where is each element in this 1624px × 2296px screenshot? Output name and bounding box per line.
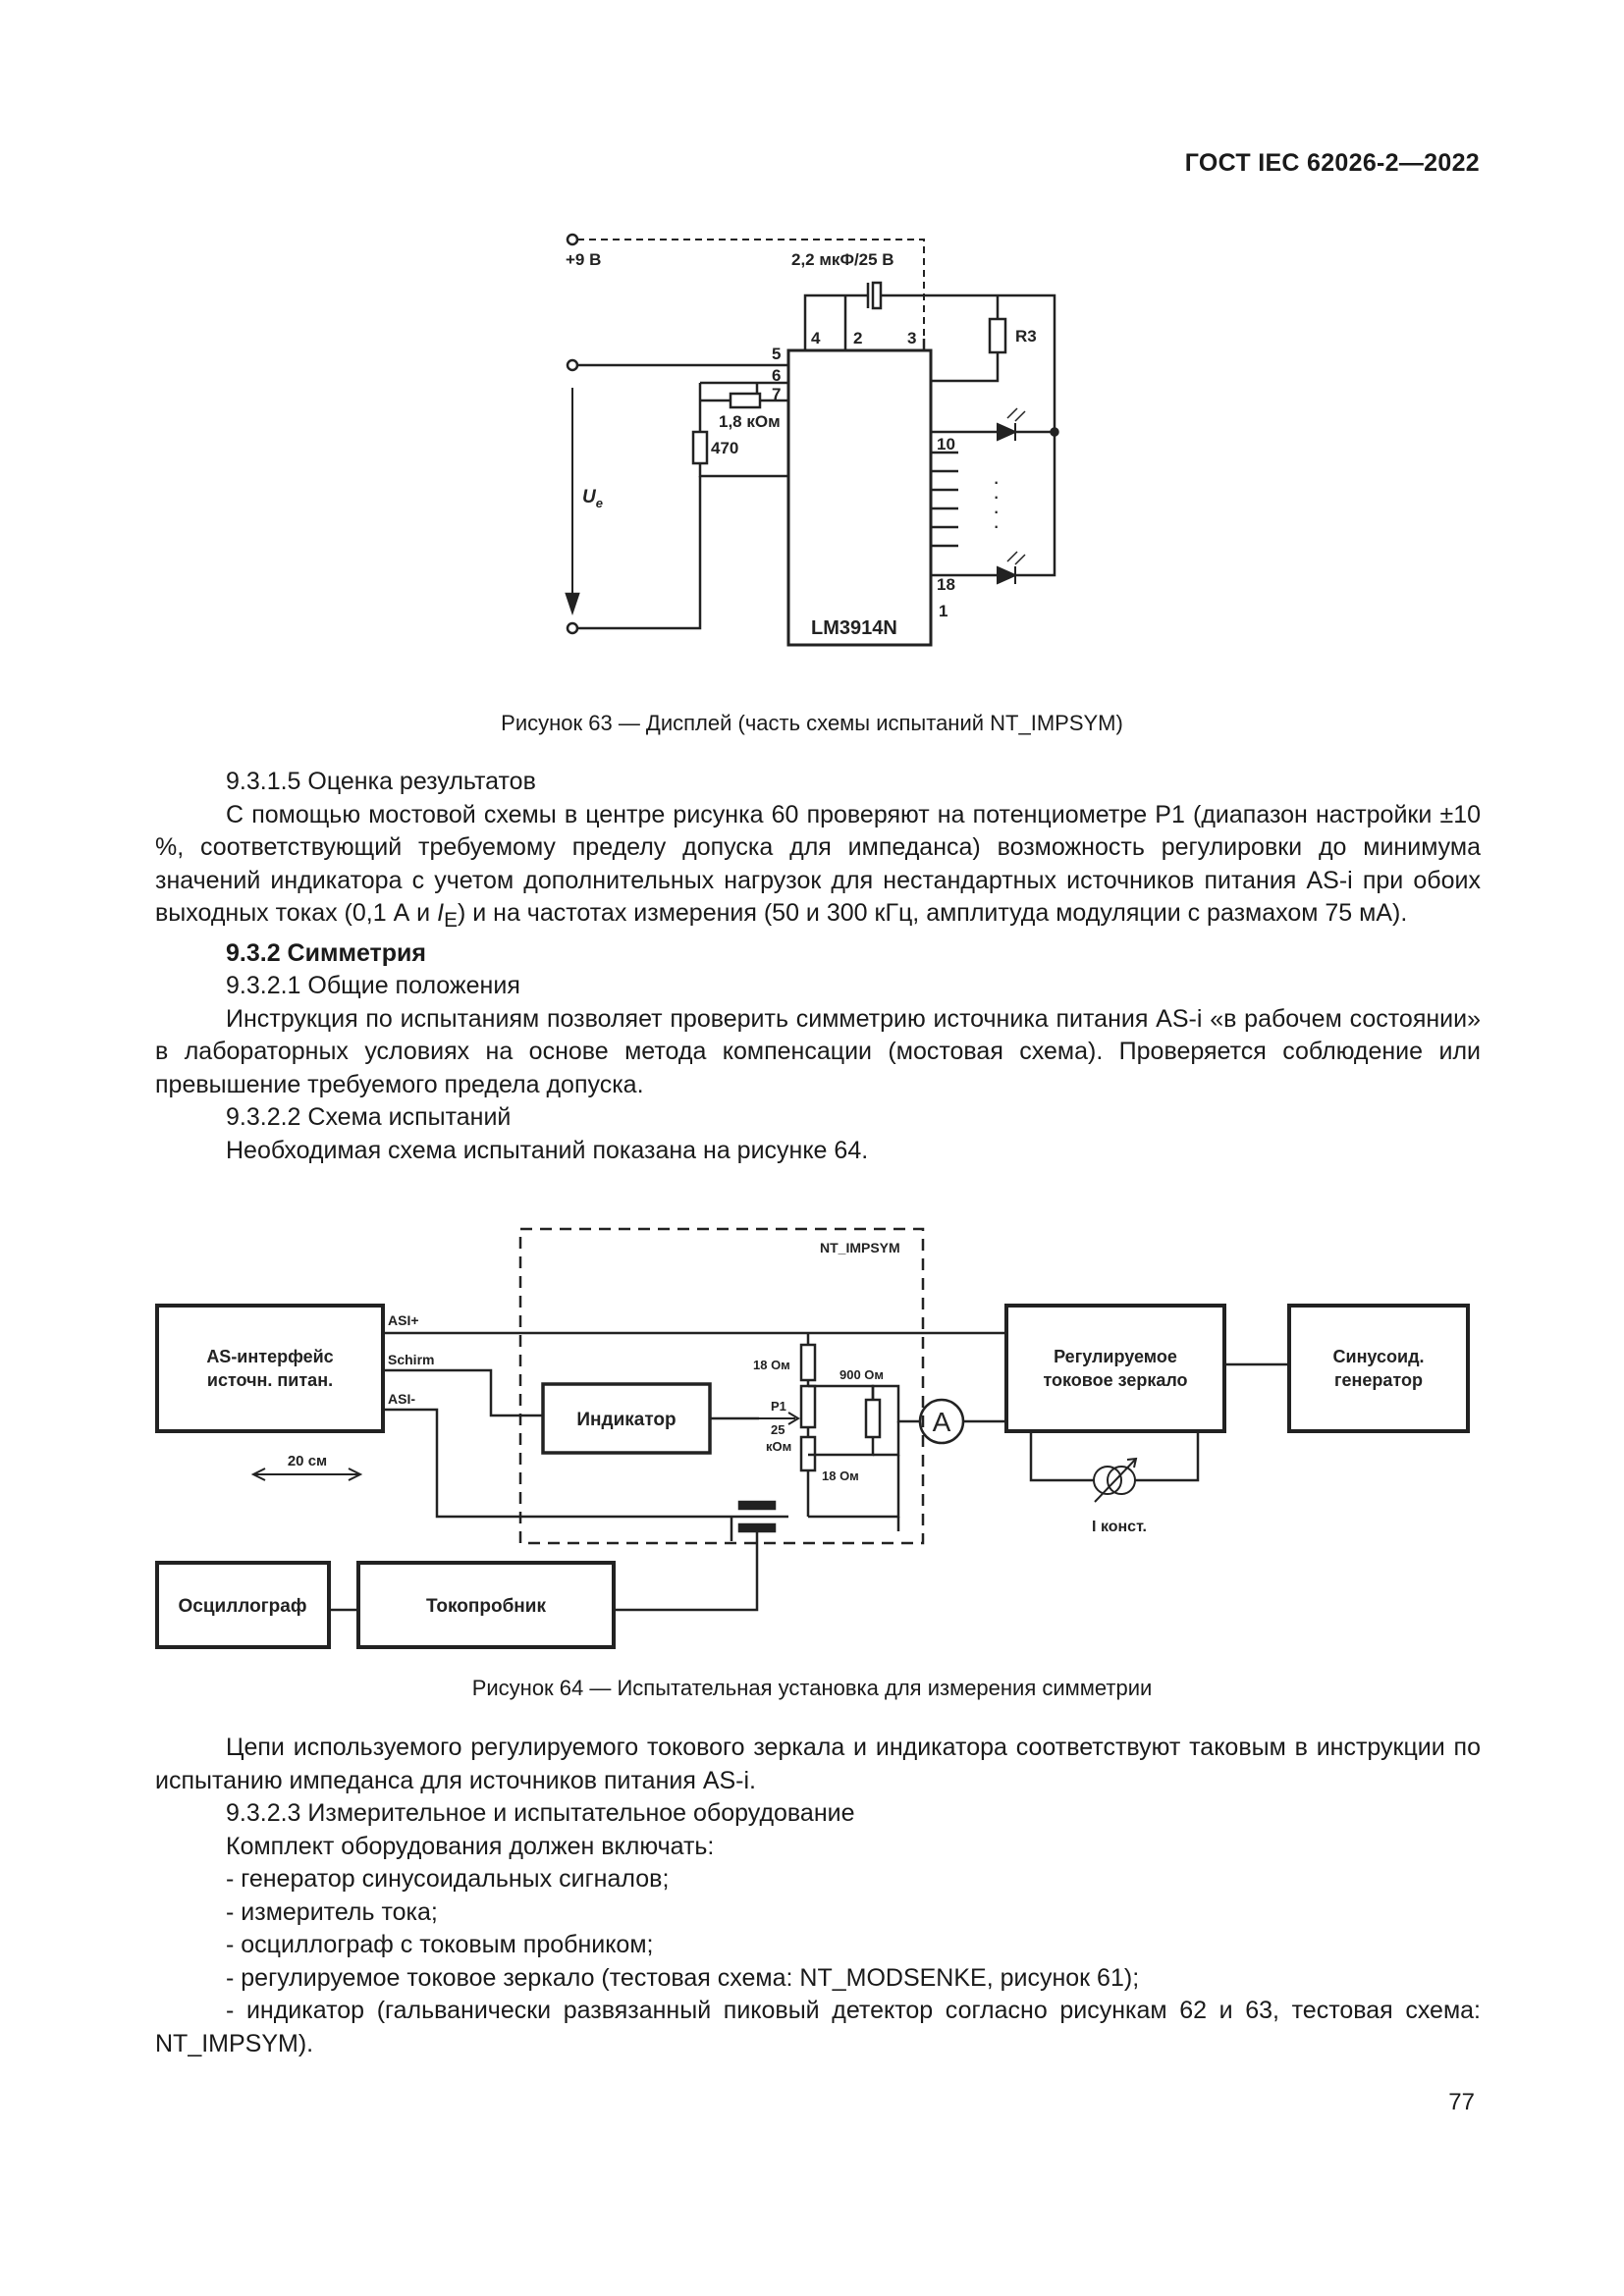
terminal-top [566,233,579,246]
para-9-3-1-5: 9.3.1.5 Оценка результатов [226,768,536,795]
label-r-bottom: 18 Ом [822,1468,859,1483]
label-mirror-1: Регулируемое [1054,1347,1177,1366]
para-instruction: Инструкция по испытаниям позволяет прове… [155,1004,1481,1098]
pin-5: 5 [772,345,781,363]
label-asi-plus: ASI+ [388,1312,419,1328]
heading-9-3-2: 9.3.2 Симметрия [226,938,427,967]
para-circuits: Цепи используемого регулируемого токовог… [155,1734,1481,1794]
label-resistor-1-8k: 1,8 кОм [719,412,781,431]
terminal-mid [566,358,579,372]
label-current-probe: Токопробник [426,1596,546,1617]
figure-64-caption: Рисунок 64 — Испытательная установка для… [471,1676,1153,1700]
label-r-top: 18 Ом [753,1358,790,1372]
resistor-900 [864,1398,882,1439]
page-number: 77 [1448,2089,1475,2115]
label-schirm: Schirm [388,1352,434,1367]
pin-1: 1 [939,602,947,620]
led-top [997,422,1018,442]
label-mirror-2: токовое зеркало [1043,1370,1187,1390]
figure-63-caption: Рисунок 63 — Дисплей (часть схемы испыта… [501,711,1123,735]
para-9-3-2-2: 9.3.2.2 Схема испытаний [226,1103,512,1131]
para-9-3-2-1: 9.3.2.1 Общие положения [226,972,520,999]
list-item: - индикатор (гальванически развязанный п… [155,1997,1481,2057]
svg-text:·: · [993,499,1000,523]
sine-generator-box [1287,1304,1470,1433]
led-bottom [997,565,1018,585]
chip-label: LM3914N [811,617,897,639]
label-supply-2: источн. питан. [207,1370,333,1390]
resistor-r3 [988,317,1007,354]
para-equipment-intro: Комплект оборудования должен включать: [226,1832,715,1860]
nt-impsym-box [518,1227,925,1545]
label-p1-val2: кОм [766,1439,791,1454]
label-resistor-470: 470 [711,439,738,457]
label-supply-1: AS-интерфейс [206,1347,333,1366]
para-9-3-2-3: 9.3.2.3 Измерительное и испытательное об… [226,1799,855,1827]
current-probe-clamp-top [737,1500,777,1511]
pin-7: 7 [772,385,781,403]
figure-63-schematic: LM3914N · · · · +9 В 2,2 мкФ/25 В R3 4 2… [565,233,1059,647]
resistor-470 [691,430,709,465]
capacitor [871,281,883,310]
chip-lm3914n [786,348,933,647]
label-r3: R3 [1015,327,1037,346]
label-supply: +9 В [566,250,601,269]
section-a: 9.3.1.5 Оценка результатов С помощью мос… [155,766,1481,1167]
para-evaluation-a: С помощью мостовой схемы в центре рисунк… [155,800,1481,928]
para-evaluation: С помощью мостовой схемы в центре рисунк… [155,799,1481,937]
svg-text:·: · [993,469,1000,494]
list-item: - регулируемое токовое зеркало (тестовая… [226,1963,1140,1992]
resistor-1-8k [729,392,762,409]
potentiometer-p1 [799,1384,817,1429]
label-p1: P1 [771,1399,786,1414]
list-item: - осциллограф с токовым пробником; [226,1931,654,1958]
label-generator-1: Синусоид. [1333,1347,1425,1366]
oscilloscope-box [155,1561,331,1649]
label-r-900: 900 Ом [839,1367,884,1382]
terminal-bottom [566,621,579,635]
para-evaluation-b: ) и на частотах измерения (50 и 300 кГц,… [457,899,1408,927]
resistor-18-top [799,1343,817,1382]
label-voltage-sub: e [596,496,603,510]
label-voltage: U [582,487,597,507]
list-item: - измеритель тока; [226,1897,438,1926]
pin-6: 6 [772,366,781,385]
label-asi-minus: ASI- [388,1391,415,1407]
current-probe-clamp-bottom [737,1522,777,1533]
label-nt-impsym: NT_IMPSYM [820,1240,900,1255]
pin-4: 4 [811,329,821,347]
label-oscilloscope: Осциллограф [179,1596,307,1617]
figure-64-diagram: NT_IMPSYM AS-интерфейс источн. питан. AS… [155,1227,1470,1649]
document-header: ГОСТ IEC 62026-2—2022 [1184,149,1480,177]
label-ammeter: A [933,1407,951,1437]
label-generator-2: генератор [1334,1370,1423,1390]
label-const-current: I конст. [1092,1519,1147,1535]
svg-text:·: · [993,484,1000,508]
current-subscript: E [444,909,458,932]
para-scheme-ref: Необходимая схема испытаний показана на … [226,1136,869,1164]
current-probe-box [356,1561,616,1649]
section-b: Цепи используемого регулируемого токовог… [155,1732,1481,2060]
pin-10: 10 [937,435,955,454]
supply-box [155,1304,385,1433]
pin-3: 3 [907,329,916,347]
current-symbol: I [437,899,445,927]
label-indicator: Индикатор [576,1410,676,1430]
pin-2: 2 [853,329,862,347]
svg-text:·: · [993,513,1000,538]
pin-18: 18 [937,575,955,594]
label-distance: 20 см [288,1453,327,1469]
current-mirror-box [1004,1304,1226,1433]
list-item: - генератор синусоидальных сигналов; [226,1865,670,1893]
label-capacitor: 2,2 мкФ/25 В [791,250,894,269]
svg-text:Ue: Ue [582,487,603,510]
label-p1-val1: 25 [771,1422,785,1437]
